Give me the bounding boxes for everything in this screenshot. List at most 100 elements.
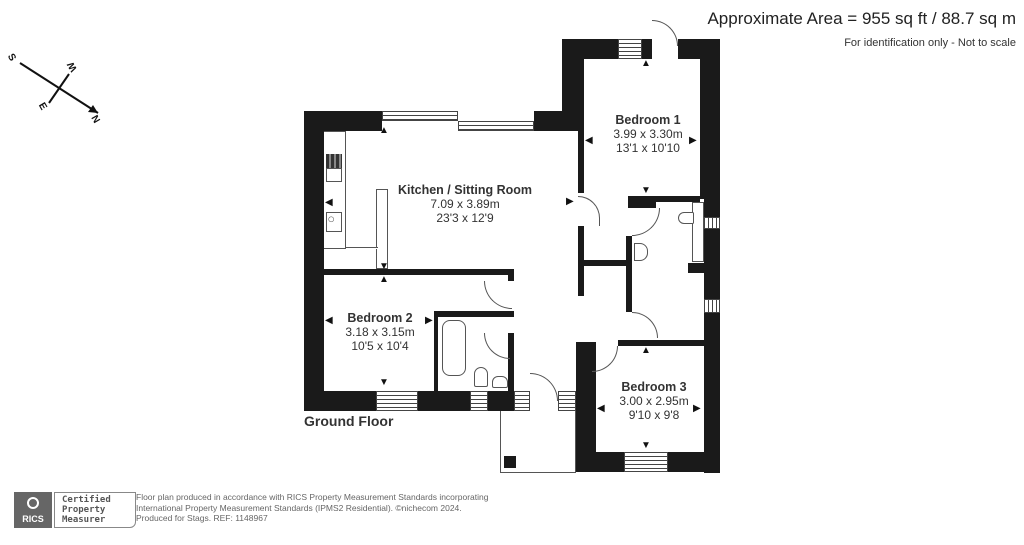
door-kitchen-hall[interactable] (484, 281, 512, 309)
wall-right-stub (688, 263, 704, 273)
arrow-icon: ◀ (325, 197, 333, 208)
basin-bathroom (492, 376, 508, 388)
wall-bath-top (436, 311, 514, 317)
arrow-icon: ▼ (641, 185, 651, 196)
wall-hall-stub (508, 269, 514, 281)
sink-icon (326, 168, 342, 182)
arrow-icon: ◀ (597, 403, 605, 414)
arrow-icon: ▼ (379, 261, 389, 272)
arrow-icon: ▲ (641, 58, 651, 69)
room-name: Bedroom 2 (347, 311, 413, 325)
arrow-icon: ▼ (641, 440, 651, 451)
room-metric: 3.99 x 3.30m (613, 127, 683, 141)
room-metric: 3.00 x 2.95m (619, 394, 689, 408)
room-name: Bedroom 1 (615, 113, 681, 127)
wall-center-vertical (578, 131, 584, 193)
arrow-icon: ◀ (325, 315, 333, 326)
window-hall (704, 299, 720, 313)
wall-cupboard-left (578, 226, 584, 296)
arrow-icon: ◀ (585, 135, 593, 146)
wall-bottom-bath (488, 391, 514, 411)
room-metric: 3.18 x 3.15m (345, 325, 415, 339)
wall-bed1-bottom (628, 196, 700, 202)
wall-bath-right (508, 333, 514, 391)
bath-icon (442, 320, 466, 376)
wall-cupboard-divider (584, 260, 626, 266)
wall-right-lower (704, 313, 720, 473)
door-bed1[interactable] (578, 196, 600, 226)
door-ensuite[interactable] (632, 208, 660, 236)
certified-measurer-box: Certified Property Measurer (54, 492, 136, 528)
door-front[interactable] (530, 373, 558, 401)
wall-cupboard-top (628, 202, 656, 208)
cert-line-3: Measurer (62, 515, 106, 525)
wall-right-mid (704, 199, 720, 217)
wall-bed1-top-mid (642, 39, 652, 59)
wall-kitchen-top-left (304, 111, 382, 131)
arrow-icon: ▲ (641, 345, 651, 356)
footer-text: Floor plan produced in accordance with R… (136, 492, 556, 524)
wall-right-mid2 (704, 229, 720, 299)
arrow-icon: ▲ (379, 125, 389, 136)
toilet-bathroom (474, 367, 488, 387)
ensuite-shower (692, 202, 704, 262)
window-bed3-bottom (624, 452, 668, 472)
room-imperial: 23'3 x 12'9 (436, 211, 494, 225)
room-name: Kitchen / Sitting Room (397, 183, 533, 197)
room-bedroom-2: Bedroom 2 3.18 x 3.15m 10'5 x 10'4 (330, 311, 430, 353)
wall-bed3-top (618, 340, 704, 346)
arrow-icon: ▶ (566, 196, 574, 207)
wall-kitchen-left (304, 111, 324, 411)
arrow-icon: ▼ (379, 377, 389, 388)
room-bedroom-1: Bedroom 1 3.99 x 3.30m 13'1 x 10'10 (598, 113, 698, 155)
disclaimer: For identification only - Not to scale (844, 37, 1016, 49)
wall-cupboard-right (626, 236, 632, 312)
door-hall-lower[interactable] (632, 312, 658, 338)
rics-badge: RICS (14, 492, 52, 528)
hob-icon (326, 212, 342, 232)
window-entry-right (558, 391, 576, 411)
window-bath (470, 391, 488, 411)
wall-bottom-mid (418, 391, 470, 411)
rics-text: RICS (22, 514, 44, 524)
door-bathroom[interactable] (484, 333, 510, 359)
basin-hall (634, 243, 648, 261)
wall-bottom-left (304, 391, 376, 411)
floor-label: Ground Floor (304, 413, 394, 429)
arrow-icon: ▶ (689, 135, 697, 146)
door-bed1-external[interactable] (652, 20, 678, 46)
window-entry-left (514, 391, 530, 411)
wall-bed1-top-left (562, 39, 618, 59)
wall-bed3-left (576, 342, 596, 472)
toilet-ensuite (678, 212, 694, 224)
kitchen-island (376, 189, 388, 269)
wall-bed1-left (562, 39, 584, 131)
room-kitchen-sitting: Kitchen / Sitting Room 7.09 x 3.89m 23'3… (390, 183, 540, 225)
room-imperial: 10'5 x 10'4 (351, 339, 409, 353)
fridge-icon (326, 154, 342, 168)
window-bed2 (376, 391, 418, 411)
room-imperial: 9'10 x 9'8 (628, 408, 680, 422)
porch-post (504, 456, 516, 468)
compass: S W E N (0, 40, 120, 140)
wall-bed3-bottom-right (668, 452, 720, 472)
cert-line-1: Certified (62, 495, 111, 505)
wall-bed1-right (700, 39, 720, 199)
arrow-icon: ▶ (425, 315, 433, 326)
wall-bath-left (434, 311, 438, 391)
door-bed3[interactable] (592, 346, 618, 372)
room-bedroom-3: Bedroom 3 3.00 x 2.95m 9'10 x 9'8 (604, 380, 704, 422)
window-bed1-top (618, 39, 642, 59)
window-kitchen-top-1 (382, 111, 458, 121)
header: Approximate Area = 955 sq ft / 88.7 sq m… (707, 9, 1016, 49)
kitchen-worktop-bottom (346, 247, 378, 249)
approximate-area: Approximate Area = 955 sq ft / 88.7 sq m (707, 9, 1016, 28)
room-name: Bedroom 3 (621, 380, 687, 394)
arrow-icon: ▲ (379, 274, 389, 285)
rics-logo-icon (27, 497, 39, 509)
footer-line-2: International Property Measurement Stand… (136, 502, 462, 513)
cert-line-2: Property (62, 505, 106, 515)
room-imperial: 13'1 x 10'10 (616, 141, 680, 155)
wall-kitchen-bed2 (324, 269, 514, 275)
